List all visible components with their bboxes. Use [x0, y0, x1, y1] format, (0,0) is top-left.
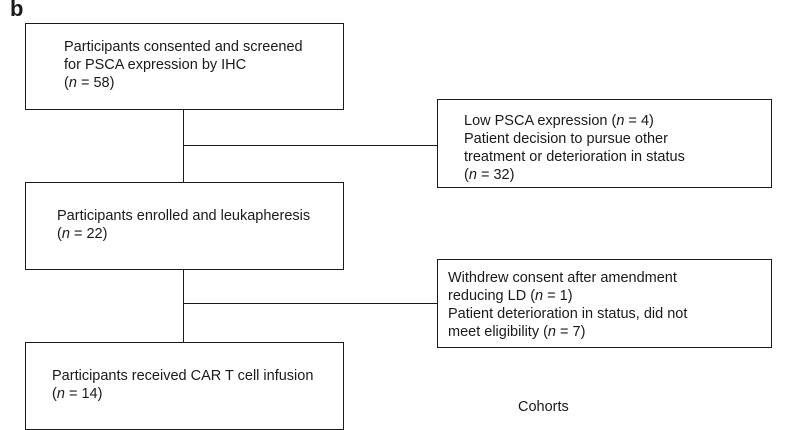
- exclusion-1-line-1: Low PSCA expression (n = 4): [464, 113, 654, 129]
- exclusion-2-line-1: Withdrew consent after amendment: [448, 270, 677, 286]
- equals-sign: =: [64, 386, 82, 402]
- enrolled-count-line: (n = 22): [57, 226, 108, 242]
- equals-sign: =: [556, 324, 573, 340]
- exclusion-2-eligibility-count: 7: [572, 324, 581, 340]
- equals-sign: =: [624, 113, 641, 129]
- exclusion-1-line-2: Patient decision to pursue other: [464, 131, 668, 147]
- screened-box: Participants consented and screened for …: [25, 23, 344, 110]
- screened-count-line: (n = 58): [64, 75, 115, 91]
- enrolled-count: 22: [86, 226, 103, 242]
- n-symbol: n: [535, 288, 544, 304]
- n-symbol: n: [547, 324, 556, 340]
- enrolled-box: Participants enrolled and leukapheresis …: [25, 182, 344, 270]
- connector-to-exclusion-2: [183, 303, 437, 304]
- exclusion-box-2: Withdrew consent after amendment reducin…: [437, 259, 772, 348]
- n-symbol: n: [68, 75, 77, 91]
- connector-enrolled-to-infused: [183, 270, 184, 342]
- exclusion-box-1: Low PSCA expression (n = 4) Patient deci…: [437, 99, 772, 188]
- infused-count-line: (n = 14): [52, 386, 103, 402]
- equals-sign: =: [543, 288, 560, 304]
- exclusion-1-line-3: treatment or deterioration in status: [464, 149, 685, 165]
- exclusion-2-line-3: Patient deterioration in status, did not: [448, 306, 688, 322]
- infused-count: 14: [81, 386, 98, 402]
- exclusion-1-line-4: (n = 32): [464, 167, 515, 183]
- n-symbol: n: [56, 386, 65, 402]
- screened-line-1: Participants consented and screened: [64, 39, 303, 55]
- infused-box: Participants received CAR T cell infusio…: [25, 342, 344, 430]
- screened-line-2: for PSCA expression by IHC: [64, 57, 247, 73]
- screened-count: 58: [93, 75, 110, 91]
- equals-sign: =: [476, 167, 494, 183]
- exclusion-2-line-2: reducing LD (n = 1): [448, 288, 573, 304]
- connector-to-exclusion-1: [183, 145, 437, 146]
- enrolled-line-1: Participants enrolled and leukapheresis: [57, 208, 311, 224]
- exclusion-2-reason-ld: reducing LD (: [448, 288, 536, 304]
- n-symbol: n: [61, 226, 70, 242]
- panel-label: b: [10, 0, 24, 21]
- cohorts-label: Cohorts: [518, 399, 569, 415]
- equals-sign: =: [69, 226, 87, 242]
- n-symbol: n: [468, 167, 477, 183]
- connector-screened-to-enrolled: [183, 110, 184, 182]
- infused-line-1: Participants received CAR T cell infusio…: [52, 368, 314, 384]
- equals-sign: =: [76, 75, 94, 91]
- exclusion-2-reason-eligibility: meet eligibility (: [448, 324, 548, 340]
- n-symbol: n: [616, 113, 625, 129]
- exclusion-1-low-psca-count: 4: [640, 113, 650, 129]
- exclusion-1-decision-count: 32: [493, 167, 510, 183]
- exclusion-1-reason-low-psca: Low PSCA expression (: [464, 113, 617, 129]
- exclusion-2-ld-count: 1: [559, 288, 568, 304]
- exclusion-2-line-4: meet eligibility (n = 7): [448, 324, 586, 340]
